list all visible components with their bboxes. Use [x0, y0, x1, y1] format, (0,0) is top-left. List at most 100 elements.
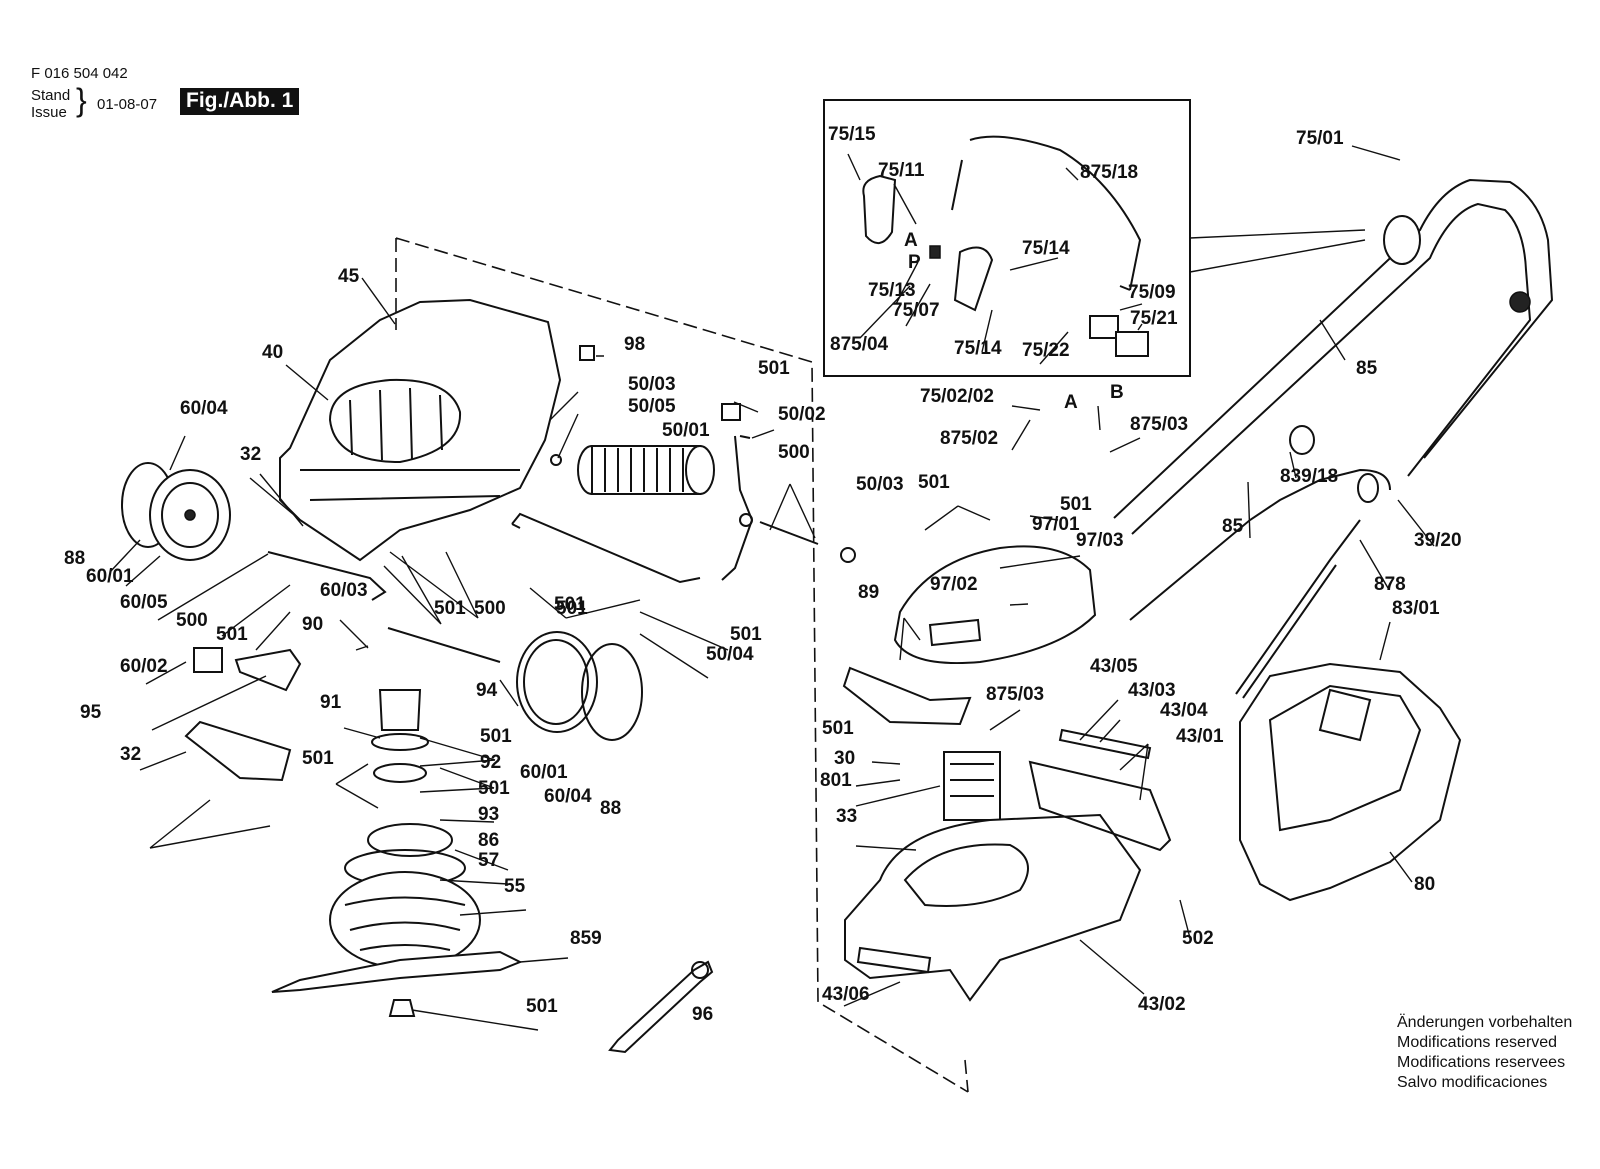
part-number-label: 91	[320, 692, 342, 713]
part-number-label: 60/02	[120, 656, 168, 677]
part-number-label: 501	[554, 594, 586, 615]
part-number-label: 95	[80, 702, 102, 723]
part-number-label: A	[1064, 392, 1078, 413]
part-number-label: 500	[176, 610, 208, 631]
part-number-label: 60/01	[520, 762, 568, 783]
brace-icon: }	[76, 82, 87, 118]
stand-label: Stand	[31, 87, 71, 104]
part-number-label: 875/02	[940, 428, 998, 449]
part-number-label: 43/06	[822, 984, 870, 1005]
part-number-label: 43/01	[1176, 726, 1224, 747]
part-number-label: 80	[1414, 874, 1435, 895]
part-number-label: 97/01	[1032, 514, 1080, 535]
part-number-label: 500	[778, 442, 810, 463]
part-number-label: 50/02	[778, 404, 826, 425]
leader-lines	[109, 145, 1435, 1031]
part-number-label: 501	[216, 624, 248, 645]
part-number-label: 501	[478, 778, 510, 799]
part-number-label: 43/02	[1138, 994, 1186, 1015]
part-number-label: 30	[834, 748, 855, 769]
part-number-label: 83/01	[1392, 598, 1440, 619]
part-number-label: 878	[1374, 574, 1406, 595]
part-number-label: 40	[262, 342, 283, 363]
part-number-label: 839/18	[1280, 466, 1338, 487]
part-number-label: 50/01	[662, 420, 710, 441]
part-number-label: 39/20	[1414, 530, 1462, 551]
part-number-label: 501	[556, 598, 588, 619]
part-number-label: 75/01	[1296, 128, 1344, 149]
part-number-label: 98	[624, 334, 645, 355]
part-number-label: 875/04	[830, 334, 889, 355]
part-number-label: 32	[120, 744, 141, 765]
part-number-label: 55	[504, 876, 526, 897]
part-number-label: 85	[1356, 358, 1378, 379]
part-number-label: 50/03	[856, 474, 904, 495]
part-number-label: 50/04	[706, 644, 754, 665]
footer-note: Änderungen vorbehalten	[1397, 1014, 1573, 1031]
part-number-label: 43/03	[1128, 680, 1176, 701]
part-number-label: 60/03	[320, 580, 368, 601]
part-number-label: 97/03	[1076, 530, 1124, 551]
part-number-label: 33	[836, 806, 857, 827]
part-number-label: 501	[480, 726, 512, 747]
footer-note: Modifications reserved	[1397, 1034, 1558, 1051]
part-number-label: 86	[478, 830, 499, 851]
issue-date: 01-08-07	[97, 96, 158, 113]
part-number-label: 875/18	[1080, 162, 1138, 183]
part-number-label: 43/04	[1160, 700, 1208, 721]
part-number-label: 501	[434, 598, 466, 619]
part-number-label: 85	[1222, 516, 1244, 537]
part-number-label: 75/11	[878, 160, 925, 181]
issue-label: Issue	[31, 104, 67, 121]
part-number-label: 88	[600, 798, 621, 819]
part-number-label: 875/03	[986, 684, 1044, 705]
part-number-label: 501	[302, 748, 334, 769]
part-number-label: 500	[474, 598, 506, 619]
part-number-label: 501	[526, 996, 558, 1017]
part-number-label: 501	[918, 472, 950, 493]
part-number-label: 75/15	[828, 124, 876, 145]
part-number-label: 501	[730, 624, 762, 645]
part-number-label: 875/03	[1130, 414, 1188, 435]
part-number-label: 96	[692, 1004, 713, 1025]
part-number-label: 75/14	[954, 338, 1002, 359]
part-number-label: 859	[570, 928, 602, 949]
part-number-label: P	[908, 252, 921, 273]
part-number-label: 89	[858, 582, 879, 603]
part-number-label: 801	[820, 770, 852, 791]
part-number-label: 90	[302, 614, 323, 635]
part-number-label: B	[1110, 382, 1124, 403]
part-number-label: 60/04	[544, 786, 592, 807]
part-number-label: 75/07	[892, 300, 940, 321]
part-number-label: 75/21	[1130, 308, 1178, 329]
part-number-label: 501	[758, 358, 790, 379]
part-number-label: 43/05	[1090, 656, 1138, 677]
part-number-label: 75/14	[1022, 238, 1070, 259]
part-number-label: 501	[822, 718, 854, 739]
footer-note: Modifications reservees	[1397, 1054, 1566, 1071]
part-number-label: 57	[478, 850, 499, 871]
part-number-label: 94	[476, 680, 498, 701]
part-number-label: 75/09	[1128, 282, 1176, 303]
footer-note: Salvo modificaciones	[1397, 1074, 1548, 1091]
part-number-label: 88	[64, 548, 85, 569]
part-number-label: 93	[478, 804, 499, 825]
document-number: F 016 504 042	[31, 65, 128, 82]
part-number-label: 75/22	[1022, 340, 1070, 361]
part-number-label: A	[904, 230, 918, 251]
part-number-label: 502	[1182, 928, 1214, 949]
part-number-label: 501	[1060, 494, 1092, 515]
part-number-label: 92	[480, 752, 501, 773]
part-number-label: 32	[240, 444, 261, 465]
parts-artwork	[121, 99, 1554, 1093]
part-number-label: 50/03	[628, 374, 676, 395]
part-number-label: 75/13	[868, 280, 916, 301]
part-number-label: 75/02/02	[920, 386, 994, 407]
part-number-label: 60/05	[120, 592, 168, 613]
part-number-label: 60/01	[86, 566, 134, 587]
figure-badge: Fig./Abb. 1	[180, 88, 300, 115]
part-number-label: 45	[338, 266, 360, 287]
part-number-label: 60/04	[180, 398, 228, 419]
